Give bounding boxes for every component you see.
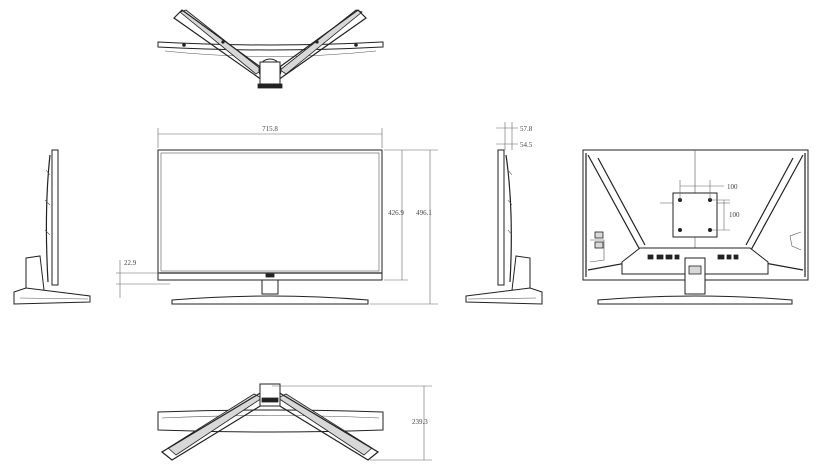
front-total-height-label: 496.1 bbox=[416, 209, 432, 217]
front-bottom-gap-label: 22.9 bbox=[124, 259, 137, 267]
front-width-label: 715.8 bbox=[262, 125, 278, 133]
top-view bbox=[157, 9, 384, 89]
rear-vesa-width-label: 100 bbox=[727, 183, 738, 191]
right-side-view: 57.8 54.5 bbox=[465, 122, 543, 305]
front-screen-height-label: 426.9 bbox=[388, 209, 404, 217]
left-side-view bbox=[13, 149, 91, 305]
bottom-depth-label: 239.3 bbox=[412, 418, 428, 426]
bottom-view: 239.3 bbox=[157, 383, 432, 461]
rear-view: 100 100 bbox=[582, 149, 809, 305]
side-depth-top-label: 57.8 bbox=[520, 125, 533, 133]
side-depth-panel-label: 54.5 bbox=[520, 141, 533, 149]
front-view: 715.8 426.9 496.1 22.9 bbox=[116, 125, 438, 305]
rear-vesa-height-label: 100 bbox=[729, 211, 740, 219]
